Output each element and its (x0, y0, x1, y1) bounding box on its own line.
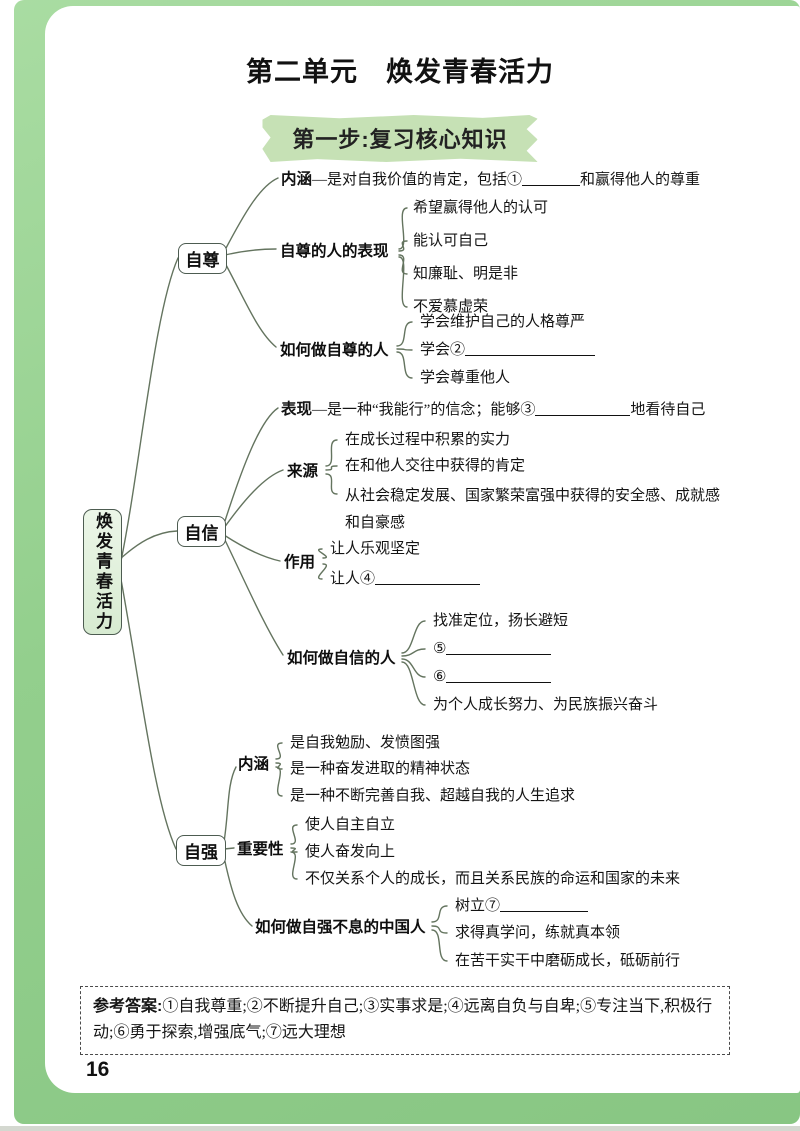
list-item: 知廉耻、明是非 (413, 266, 519, 282)
list-item: 在成长过程中积累的实力 (345, 432, 511, 448)
list-item: 在苦干实干中磨砺成长，砥砺前行 (455, 953, 681, 969)
list-item: 是一种不断完善自我、超越自我的人生追求 (290, 788, 576, 804)
list-item: 使人奋发向上 (305, 844, 396, 860)
self-improvement-connotation-label: 内涵 (238, 756, 270, 773)
self-confidence-source-label: 来源 (287, 463, 319, 480)
blank-5 (446, 640, 552, 655)
list-item: 树立⑦ (455, 895, 589, 917)
list-item: 学会维护自己的人格尊严 (420, 314, 586, 330)
reference-answers-box: 参考答案:①自我尊重;②不断提升自己;③实事求是;④远离自负与自卑;⑤专注当下,… (80, 986, 730, 1055)
reference-answers-label: 参考答案: (93, 998, 163, 1015)
list-item: 希望赢得他人的认可 (413, 200, 549, 216)
branch-node-self-esteem: 自尊 (178, 243, 227, 274)
self-esteem-connotation-label: 内涵 (281, 171, 313, 188)
self-improvement-how-label: 如何做自强不息的中国人 (255, 919, 426, 936)
list-item: 是自我勉励、发愤图强 (290, 735, 441, 751)
list-item: 不仅关系个人的成长，而且关系民族的命运和国家的未来 (305, 871, 681, 887)
self-confidence-role-label: 作用 (284, 554, 316, 571)
unit-title: 第二单元 焕发青春活力 (246, 57, 554, 87)
step-banner: 第一步:复习核心知识 (262, 115, 538, 162)
root-node: 焕发青春活力 (83, 509, 122, 635)
blank-3 (535, 401, 631, 416)
self-confidence-how-label: 如何做自信的人 (287, 650, 396, 667)
list-item: 让人④ (330, 568, 481, 590)
photo-edge (0, 1126, 800, 1131)
list-item: 学会尊重他人 (420, 370, 511, 386)
blank-1 (522, 171, 581, 186)
list-item: 在和他人交往中获得的肯定 (345, 458, 526, 474)
blank-7 (500, 897, 589, 912)
list-item: 为个人成长努力、为民族振兴奋斗 (433, 697, 659, 713)
branch-node-self-improvement: 自强 (176, 835, 226, 866)
self-esteem-how-label: 如何做自尊的人 (280, 342, 389, 359)
blank-6 (446, 668, 552, 683)
list-item: ⑤ (433, 638, 552, 660)
page-number: 16 (86, 1058, 110, 1081)
list-item: ⑥ (433, 666, 552, 688)
list-item: 找准定位，扬长避短 (433, 613, 569, 629)
list-item: 求得真学问，练就真本领 (455, 925, 621, 941)
blank-4 (375, 570, 481, 585)
list-item: 让人乐观坚定 (330, 541, 421, 557)
list-item: 不爱慕虚荣 (413, 299, 489, 315)
list-item: 从社会稳定发展、国家繁荣富强中获得的安全感、成就感和自豪感 (345, 488, 721, 531)
list-item: 是一种奋发进取的精神状态 (290, 761, 471, 777)
blank-2 (465, 341, 596, 356)
self-confidence-expression-label: 表现 (281, 401, 313, 418)
list-item: 能认可自己 (413, 233, 489, 249)
reference-answers-text: ①自我尊重;②不断提升自己;③实事求是;④远离自负与自卑;⑤专注当下,积极行动;… (93, 998, 713, 1041)
list-item: 学会② (420, 339, 596, 361)
self-esteem-behavior-label: 自尊的人的表现 (280, 243, 389, 260)
branch-node-self-confidence: 自信 (177, 516, 226, 547)
self-improvement-importance-label: 重要性 (237, 841, 284, 858)
list-item: 使人自主自立 (305, 817, 396, 833)
